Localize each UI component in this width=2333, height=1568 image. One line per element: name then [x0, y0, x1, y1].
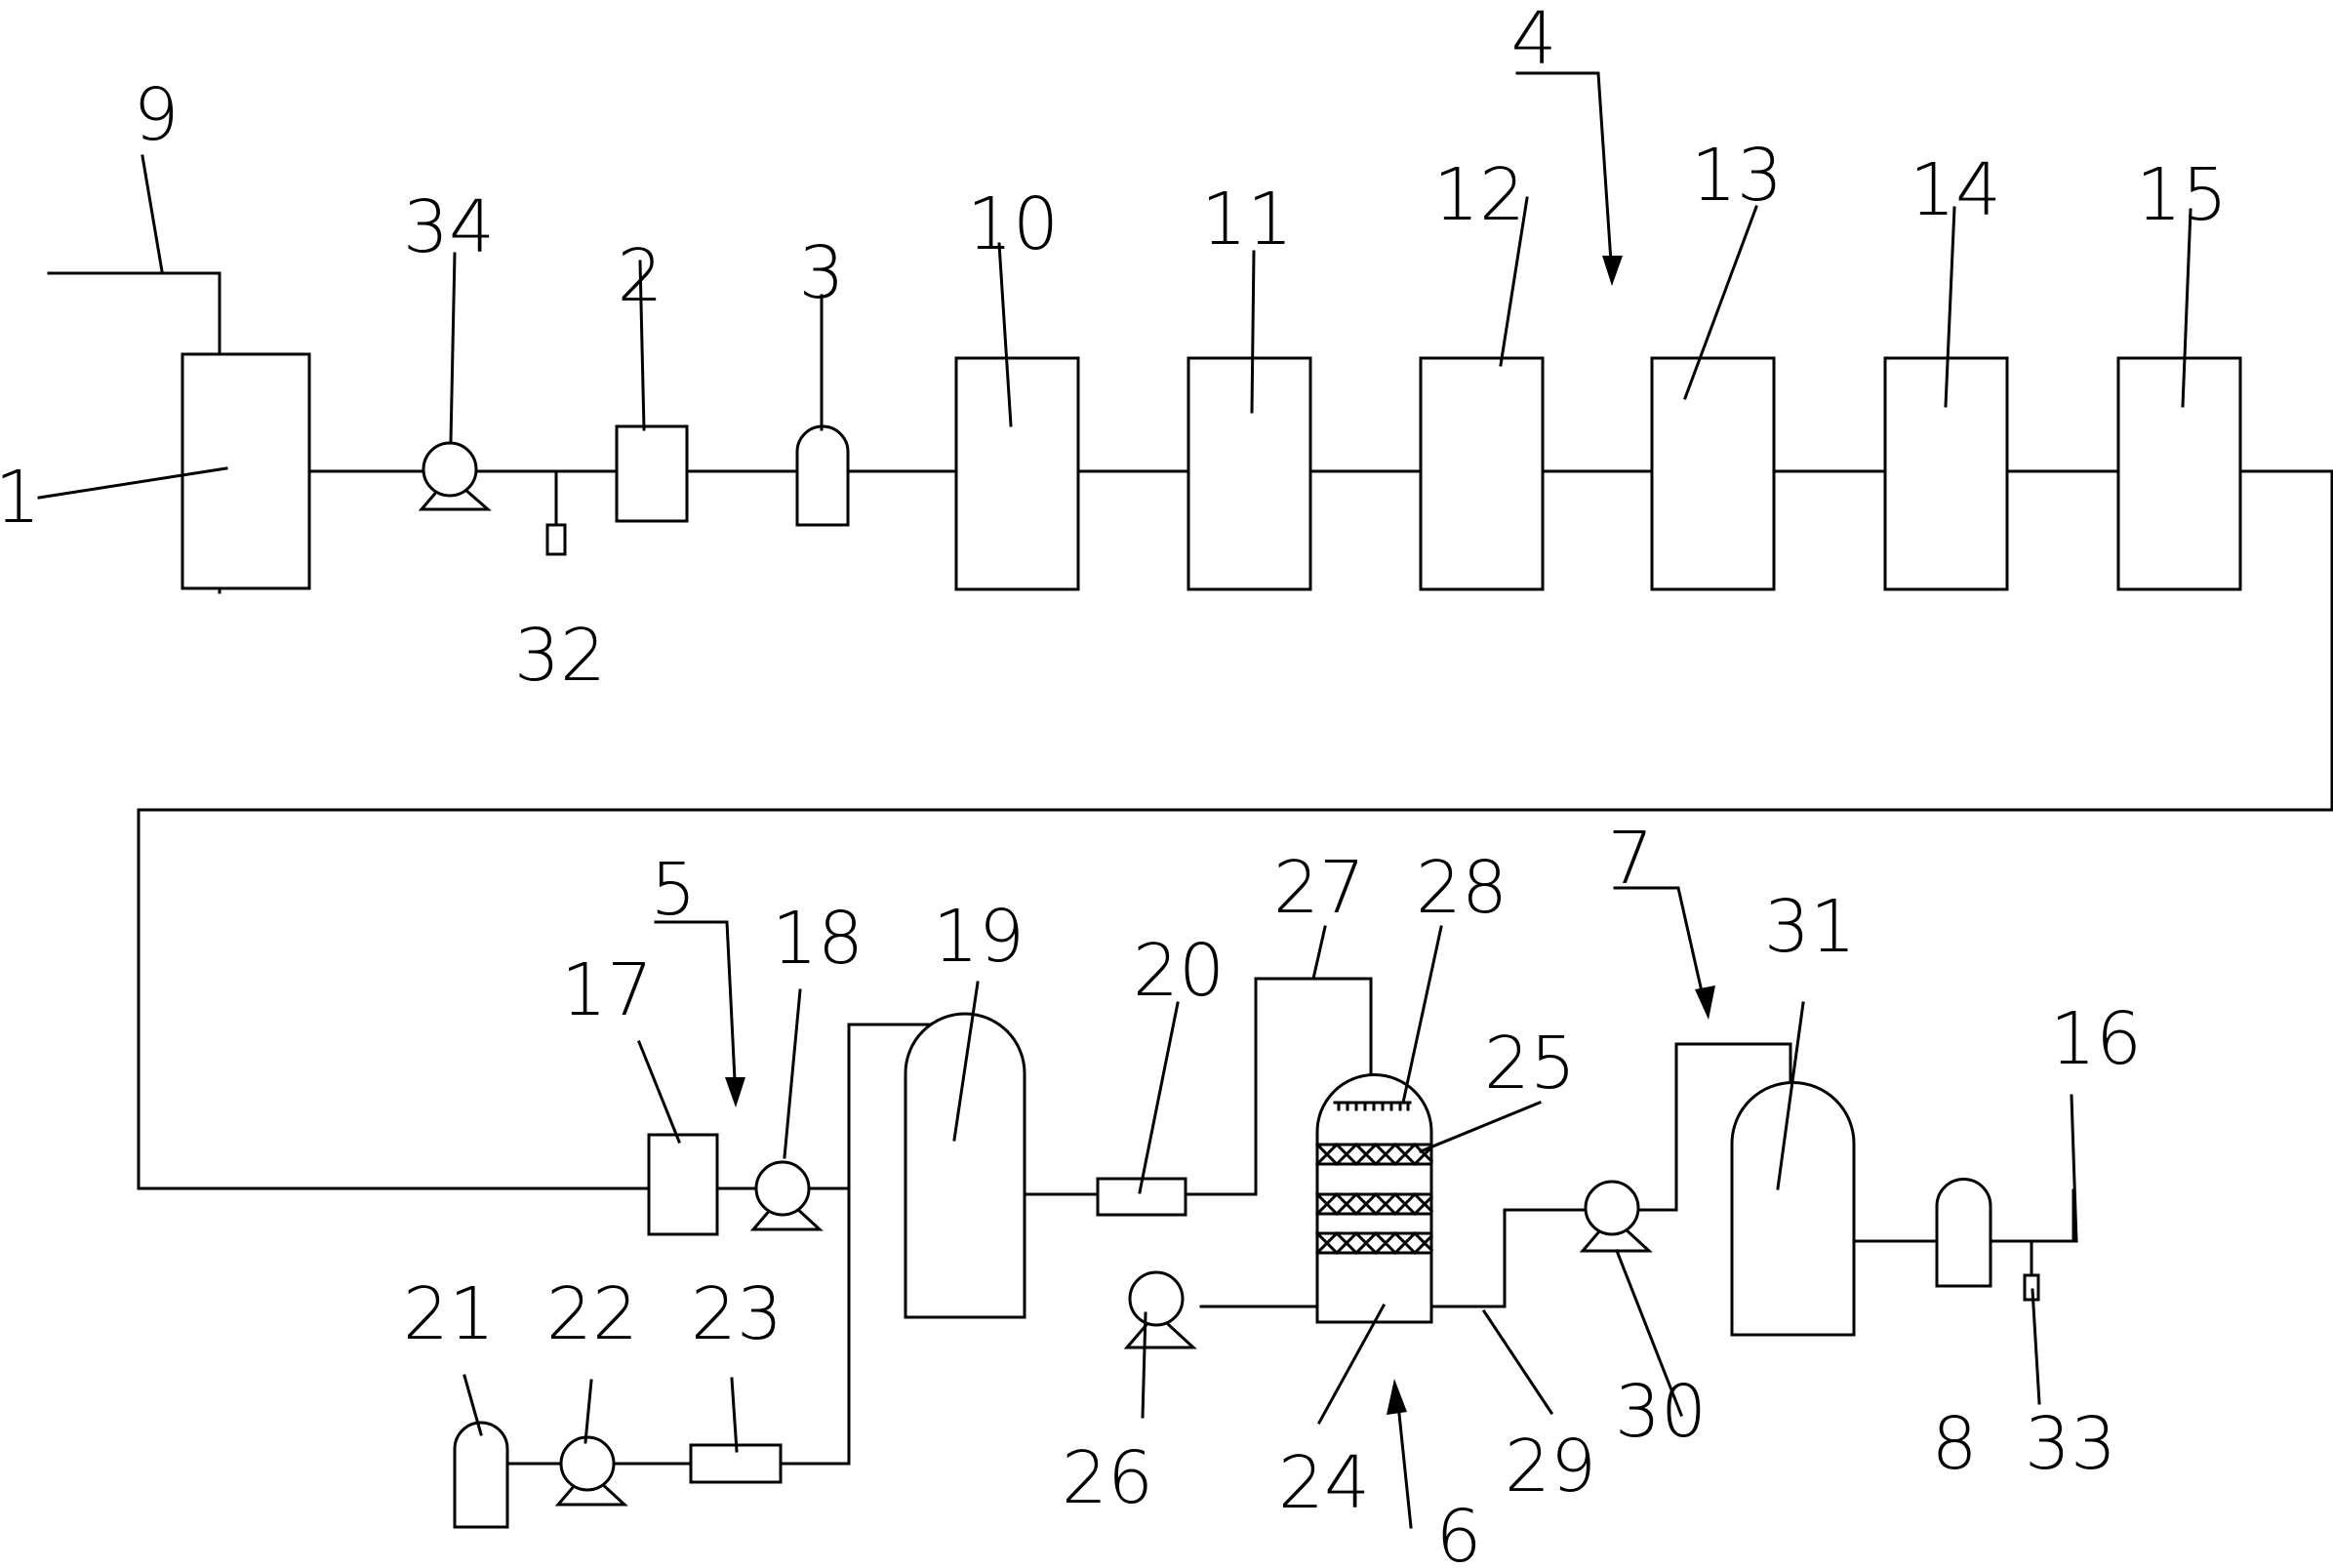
reactor-15 — [2116, 356, 2242, 591]
label-4: 4 — [1510, 0, 1556, 81]
filter-2 — [615, 424, 689, 523]
sampling-point-33 — [2023, 1273, 2040, 1302]
reactor-11 — [1187, 356, 1312, 591]
label-6: 6 — [1435, 1495, 1481, 1568]
pump-22 — [554, 1435, 628, 1507]
arrow-5 — [725, 1077, 745, 1107]
label-20: 20 — [1133, 929, 1225, 1013]
label-10: 10 — [967, 182, 1059, 266]
label-12: 12 — [1433, 153, 1525, 237]
distributor-28 — [1333, 1101, 1412, 1111]
label-13: 13 — [1691, 134, 1783, 218]
label-3: 3 — [798, 231, 844, 315]
vessel-19 — [904, 1012, 1026, 1319]
label-5: 5 — [650, 848, 696, 932]
equipment — [181, 352, 2242, 1529]
label-7: 7 — [1607, 817, 1653, 901]
tower-24 — [1314, 1073, 1434, 1324]
arrow-7 — [1695, 985, 1715, 1020]
pump-34 — [418, 441, 493, 511]
label-15: 15 — [2136, 153, 2228, 237]
label-34: 34 — [403, 185, 495, 269]
label-19: 19 — [933, 895, 1025, 979]
unit-17 — [647, 1133, 719, 1236]
label-31: 31 — [1764, 885, 1856, 969]
label-24: 24 — [1278, 1441, 1370, 1525]
label-21: 21 — [403, 1272, 495, 1356]
label-32: 32 — [514, 614, 606, 698]
reactor-10 — [954, 356, 1080, 591]
packing-25 — [1314, 1142, 1434, 1256]
label-1: 1 — [0, 456, 41, 540]
label-18: 18 — [772, 897, 864, 981]
pump-18 — [749, 1160, 824, 1231]
vessel-3 — [795, 424, 850, 527]
label-2: 2 — [617, 234, 663, 318]
sampling-point-32 — [545, 523, 567, 556]
vessel-31 — [1730, 1081, 1856, 1337]
label-16: 16 — [2050, 997, 2142, 1081]
label-29: 29 — [1505, 1425, 1596, 1508]
label-27: 27 — [1273, 846, 1365, 930]
vessel-21 — [453, 1421, 509, 1529]
pump-30 — [1579, 1180, 1653, 1253]
label-9: 9 — [133, 73, 179, 157]
label-14: 14 — [1910, 148, 2001, 232]
label-25: 25 — [1484, 1022, 1576, 1106]
arrow-4 — [1602, 256, 1623, 286]
reactor-12 — [1419, 356, 1545, 591]
label-30: 30 — [1615, 1370, 1707, 1454]
label-23: 23 — [691, 1272, 783, 1356]
arrow-6 — [1387, 1379, 1407, 1415]
leader-lines — [37, 71, 2192, 1529]
heat-exchanger-23 — [689, 1443, 783, 1484]
label-28: 28 — [1416, 846, 1508, 930]
label-22: 22 — [546, 1272, 638, 1356]
label-33: 33 — [2025, 1402, 2116, 1486]
labels: 1 9 34 32 2 3 10 11 12 4 13 14 15 5 17 1… — [0, 0, 2228, 1568]
label-11: 11 — [1201, 178, 1293, 261]
label-17: 17 — [561, 948, 653, 1032]
reactor-13 — [1650, 356, 1776, 591]
label-8: 8 — [1931, 1402, 1977, 1486]
vessel-8 — [1935, 1178, 1992, 1288]
pump-26 — [1123, 1270, 1197, 1349]
label-26: 26 — [1062, 1436, 1153, 1520]
